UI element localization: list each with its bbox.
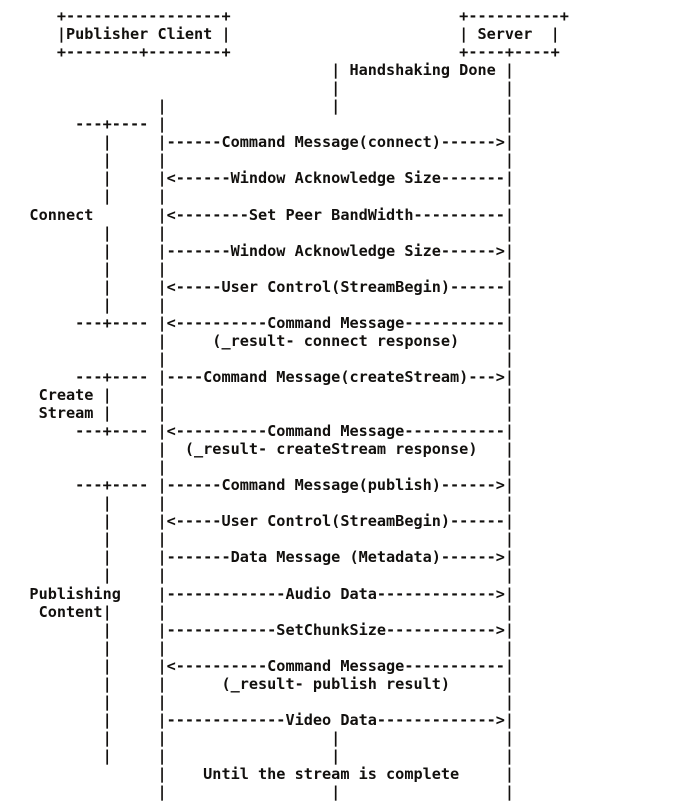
- ascii-art-canvas: +-----------------+ +----------+ |Publis…: [29, 7, 569, 801]
- ascii-sequence-diagram: +-----------------+ +----------+ |Publis…: [29, 7, 569, 801]
